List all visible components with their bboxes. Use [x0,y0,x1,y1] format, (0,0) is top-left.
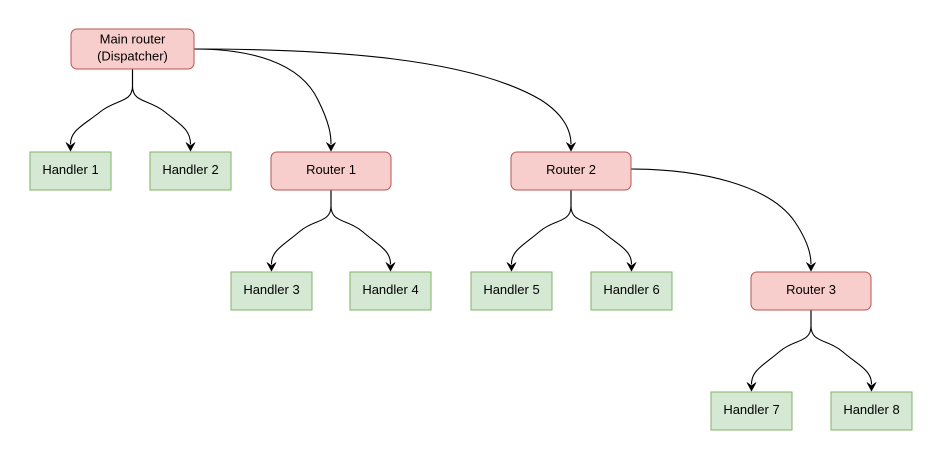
edge-arrowhead-icon [866,382,877,392]
node-label: Router 2 [546,162,596,177]
edge-line [193,48,332,145]
edge-line [69,68,134,145]
nodes-layer: Main router (Dispatcher) Handler 1 Handler … [29,28,913,431]
node-label-line: Router 1 [306,162,356,177]
node-main-router[interactable]: Main router (Dispatcher) [70,28,195,70]
node-label: Handler 6 [603,282,659,297]
edge-arrowhead-icon [185,142,196,152]
edge-router-2-to-router-3 [630,168,816,272]
edge-line [270,189,332,265]
edge-main-router-to-handler-2 [131,68,196,152]
node-label-line: Handler 2 [162,162,218,177]
edge-main-router-to-handler-1 [65,68,134,152]
edge-main-router-to-router-2 [193,48,576,152]
node-label-line: Router 2 [546,162,596,177]
node-label: Handler 4 [362,282,418,297]
node-label: Handler 1 [42,162,98,177]
edge-arrowhead-icon [626,262,637,272]
node-label: Handler 8 [843,402,899,417]
node-label-line: Handler 6 [603,282,659,297]
edge-line [570,189,633,265]
edge-arrowhead-icon [506,262,517,272]
node-label-line: Handler 1 [42,162,98,177]
edge-line [510,189,572,265]
node-label: Main router (Dispatcher) [97,32,168,64]
edge-line [630,168,812,265]
node-box[interactable] [70,28,195,70]
node-handler-4[interactable]: Handler 4 [349,271,432,311]
node-handler-6[interactable]: Handler 6 [590,271,673,311]
node-handler-3[interactable]: Handler 3 [230,271,313,311]
node-label-line: Handler 3 [243,282,299,297]
node-label-line: (Dispatcher) [97,49,168,64]
node-label-line: Main router [100,32,166,47]
edge-router-1-to-handler-4 [330,189,396,272]
edge-arrowhead-icon [326,142,336,152]
node-box[interactable] [750,271,872,311]
node-box[interactable] [270,151,392,191]
node-label-line: Handler 8 [843,402,899,417]
edge-arrowhead-icon [385,262,396,272]
edge-arrowhead-icon [266,262,277,272]
edge-arrowhead-icon [746,382,757,392]
edge-line [810,309,873,385]
edge-router-3-to-handler-8 [810,309,877,392]
node-box[interactable] [29,151,112,191]
node-handler-1[interactable]: Handler 1 [29,151,112,191]
node-router-1[interactable]: Router 1 [270,151,392,191]
node-box[interactable] [230,271,313,311]
edges-layer [65,48,877,392]
node-label: Handler 3 [243,282,299,297]
node-box[interactable] [710,391,793,431]
node-router-2[interactable]: Router 2 [510,151,632,191]
node-label-line: Router 3 [786,282,836,297]
edge-line [330,189,392,265]
edge-line [131,68,192,145]
node-box[interactable] [510,151,632,191]
edge-line [193,48,572,145]
node-handler-7[interactable]: Handler 7 [710,391,793,431]
edge-main-router-to-router-1 [193,48,336,152]
node-box[interactable] [349,271,432,311]
edge-router-2-to-handler-6 [570,189,637,272]
edge-line [750,309,812,385]
edge-arrowhead-icon [566,142,576,152]
node-label: Handler 2 [162,162,218,177]
node-label: Handler 7 [723,402,779,417]
node-label-line: Handler 5 [483,282,539,297]
edge-router-2-to-handler-5 [506,189,572,272]
node-box[interactable] [590,271,673,311]
node-box[interactable] [470,271,553,311]
node-label: Router 3 [786,282,836,297]
edge-arrowhead-icon [806,262,816,272]
node-label: Handler 5 [483,282,539,297]
node-handler-5[interactable]: Handler 5 [470,271,553,311]
node-box[interactable] [149,151,232,191]
node-label-line: Handler 4 [362,282,418,297]
edge-arrowhead-icon [65,142,76,152]
edge-router-1-to-handler-3 [266,189,332,272]
node-router-3[interactable]: Router 3 [750,271,872,311]
node-box[interactable] [830,391,913,431]
node-label-line: Handler 7 [723,402,779,417]
node-handler-2[interactable]: Handler 2 [149,151,232,191]
node-handler-8[interactable]: Handler 8 [830,391,913,431]
node-label: Router 1 [306,162,356,177]
edge-router-3-to-handler-7 [746,309,812,392]
